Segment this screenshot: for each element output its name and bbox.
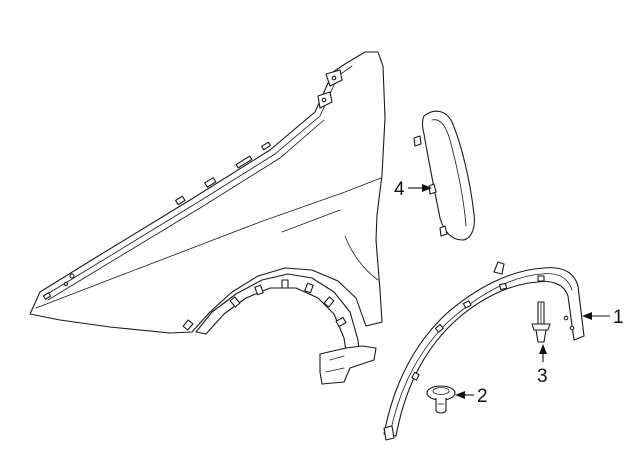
callout-4-label: 4: [394, 179, 405, 200]
rivet-part-3: [531, 301, 551, 343]
callout-3-label: 3: [537, 366, 548, 387]
fender-outline: [29, 51, 386, 334]
arch-molding-end-clip: [383, 425, 395, 441]
fender-panel: [29, 51, 386, 385]
fender-arch-clips: [182, 279, 347, 331]
arch-molding-clips: [411, 275, 575, 381]
fender-hood-line: [281, 209, 341, 233]
fender-flange-line-2: [47, 119, 325, 301]
callout-3: 3: [537, 344, 548, 387]
callout-1-label: 1: [613, 307, 624, 328]
fender-crease: [35, 177, 382, 309]
arch-molding-outline: [383, 267, 585, 437]
fender-upper-curve: [344, 235, 379, 281]
arch-molding-top-tab: [493, 261, 505, 275]
fender-top-bracket: [317, 69, 343, 109]
callout-2: 2: [455, 386, 488, 407]
trim-panel-inner-edge: [431, 119, 467, 227]
fender-lower-bracket: [319, 345, 377, 385]
wheel-arch-molding-part-1: [383, 261, 585, 441]
trim-panel-part-4: [413, 110, 475, 241]
clip-part-2: [426, 385, 456, 414]
callout-2-label: 2: [477, 386, 488, 407]
arch-molding-inner-line: [389, 273, 573, 435]
callout-1: 1: [582, 307, 624, 328]
callout-4: 4: [394, 179, 432, 200]
trim-panel-outline: [421, 110, 475, 241]
fender-mount-slots: [42, 141, 272, 300]
